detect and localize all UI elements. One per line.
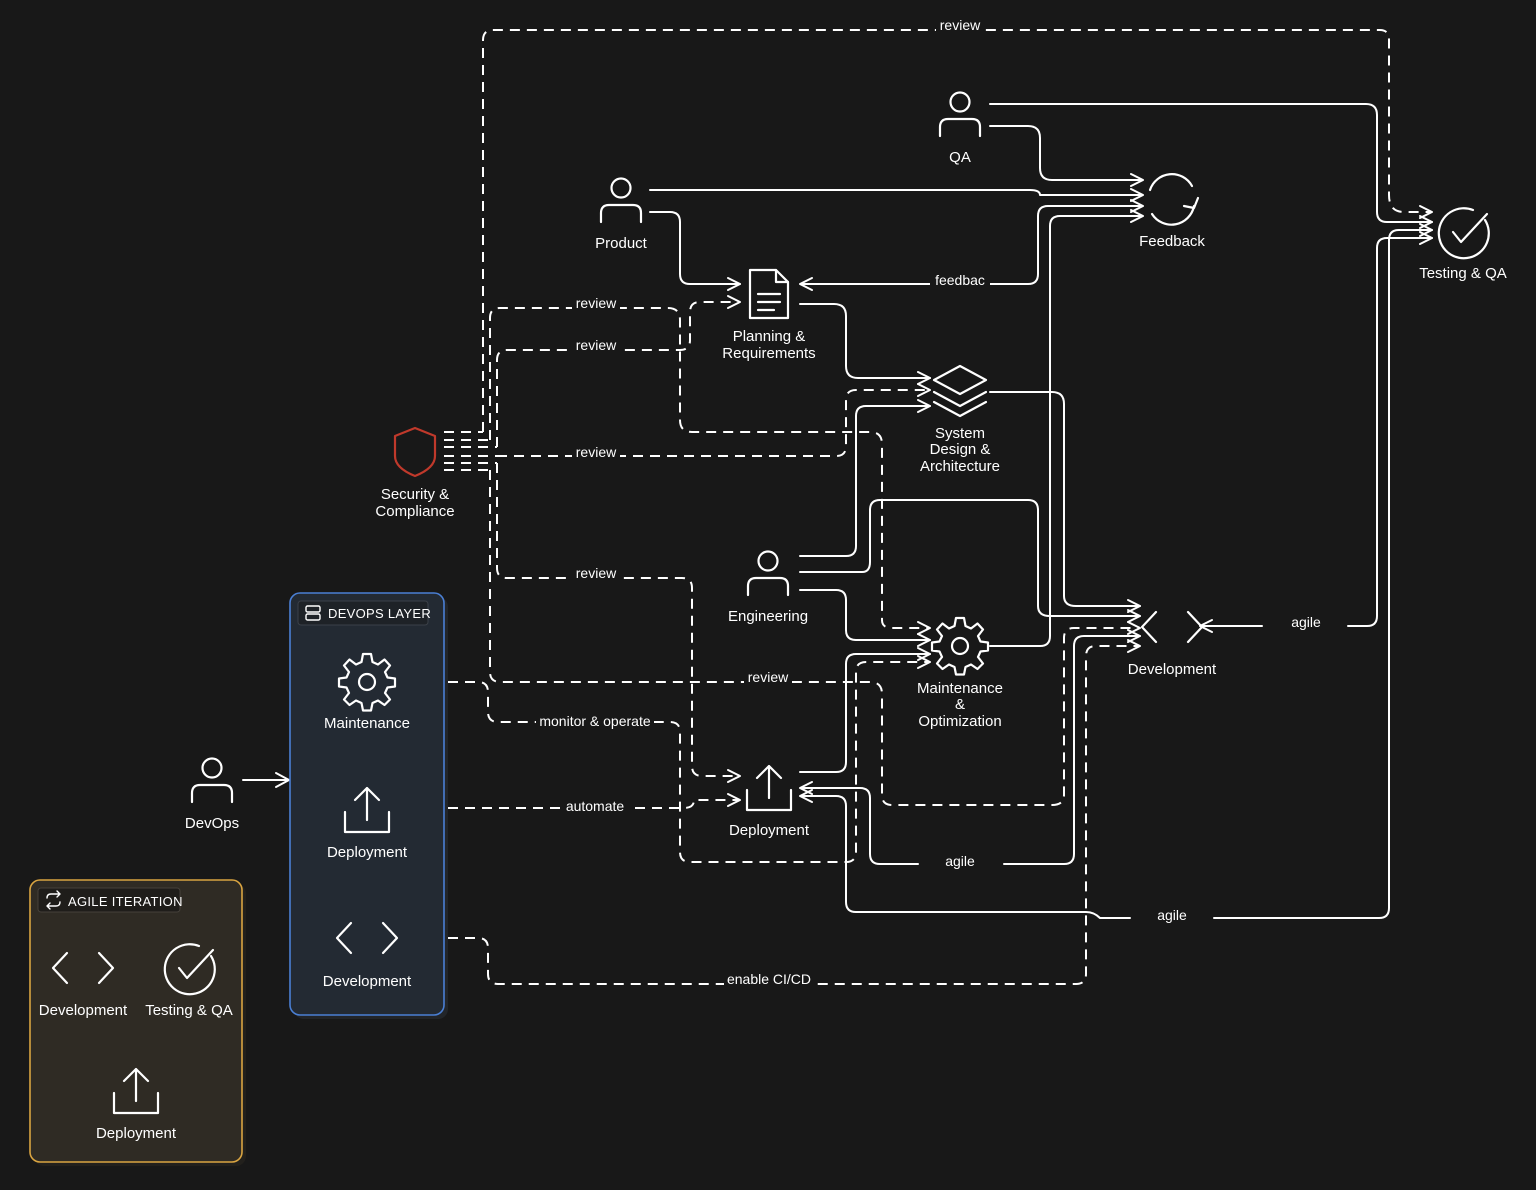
edge-qa-feedback (989, 125, 1141, 181)
edge-label-review-maintenance: review (748, 669, 789, 685)
node-design-label-1: System (935, 425, 985, 442)
edge-label-review-planning-2: review (576, 337, 617, 353)
edge-review-engineering (496, 463, 740, 777)
node-testing[interactable]: Testing & QA (1419, 207, 1507, 282)
agile-item-deployment: Deployment (96, 1125, 177, 1142)
node-devops[interactable]: DevOps (185, 757, 239, 833)
edge-planning-design (799, 303, 931, 379)
edge-automate (397, 799, 740, 809)
group-agile-iteration[interactable]: AGILE ITERATION Development Testing & QA… (29, 879, 246, 1166)
node-planning[interactable]: Planning & Requirements (722, 268, 816, 362)
edge-qa-testing (989, 103, 1433, 223)
edge-design-development (989, 391, 1141, 607)
agile-iteration-title: AGILE ITERATION (68, 894, 183, 909)
code-icon (1140, 610, 1204, 644)
security-stubs (444, 431, 497, 471)
edge-product-planning (649, 211, 741, 285)
node-feedback[interactable]: Feedback (1139, 173, 1205, 250)
person-icon (190, 757, 234, 804)
edge-review-planning-1 (489, 307, 930, 629)
edge-agile-bottom (1213, 229, 1433, 919)
node-maint-label-3: Optimization (918, 713, 1001, 730)
node-maint-label-2: & (955, 696, 965, 713)
node-security[interactable]: Security & Compliance (375, 426, 455, 520)
edge-agile-deploy-2 (801, 787, 919, 865)
shield-icon (393, 426, 437, 478)
node-design-label-3: Architecture (920, 458, 1000, 475)
repeat-icon (46, 890, 61, 910)
edge-label-automate: automate (566, 798, 625, 814)
edge-review-maintenance (489, 470, 1140, 806)
node-system-design[interactable]: System Design & Architecture (920, 364, 1000, 475)
node-engineering[interactable]: Engineering (728, 550, 808, 626)
edge-monitor (397, 661, 930, 863)
node-engineering-label: Engineering (728, 608, 808, 625)
agile-item-testing: Testing & QA (145, 1002, 233, 1019)
edge-feedback-planning (801, 205, 1141, 285)
node-product-label: Product (595, 235, 648, 252)
node-deployment-label: Deployment (729, 822, 810, 839)
node-development[interactable]: Development (1128, 610, 1217, 678)
layers-icon (932, 364, 988, 418)
node-planning-label-1: Planning & (733, 328, 806, 345)
devops-item-development: Development (323, 973, 412, 990)
edge-label-agile-deploy: agile (945, 853, 975, 869)
node-product[interactable]: Product (595, 177, 648, 253)
devops-item-deployment: Deployment (327, 844, 408, 861)
edge-review-design (497, 389, 930, 457)
node-maint-label-1: Maintenance (917, 680, 1003, 697)
agile-item-development: Development (39, 1002, 128, 1019)
edge-review-top (482, 29, 1432, 432)
node-qa-label: QA (949, 149, 971, 166)
edge-review-planning-2 (496, 301, 740, 447)
edge-deploy-maint (799, 653, 931, 773)
refresh-icon (1148, 173, 1200, 226)
edge-label-review-engineering: review (576, 565, 617, 581)
edge-engineering-dev (799, 499, 1141, 617)
devops-layer-title: DEVOPS LAYER (328, 606, 431, 621)
edge-agile-deploy (1003, 635, 1141, 865)
edge-cicd (397, 645, 1140, 985)
node-security-label-2: Compliance (375, 503, 454, 520)
arrowheads (275, 173, 1433, 807)
edge-agile-bottom-2 (801, 795, 1131, 919)
node-qa[interactable]: QA (938, 91, 982, 167)
edge-agile-dev (1347, 237, 1433, 627)
edge-maint-feedback (989, 215, 1141, 647)
node-security-label-1: Security & (381, 486, 449, 503)
edge-product-feedback (649, 189, 1141, 196)
node-testing-label: Testing & QA (1419, 265, 1507, 282)
person-icon (746, 550, 790, 597)
edge-engineering-maint (799, 589, 931, 641)
person-icon (938, 91, 982, 138)
node-maintenance[interactable]: Maintenance & Optimization (917, 616, 1003, 730)
node-planning-label-2: Requirements (722, 345, 815, 362)
group-devops-layer[interactable]: DEVOPS LAYER Maintenance Deployment Deve… (289, 592, 448, 1019)
edge-label-monitor: monitor & operate (539, 713, 650, 729)
edge-label-review-design: review (576, 444, 617, 460)
upload-icon (745, 764, 793, 812)
node-devops-label: DevOps (185, 815, 239, 832)
server-icon (305, 605, 321, 621)
edge-label-feedback: feedbac (935, 272, 985, 288)
document-icon (748, 268, 790, 320)
edge-labels: review review review review review revie… (536, 17, 1330, 988)
person-icon (599, 177, 643, 224)
edge-label-agile-dev: agile (1291, 614, 1321, 630)
edge-label-review-planning-1: review (576, 295, 617, 311)
node-development-label: Development (1128, 661, 1217, 678)
gear-icon (930, 616, 990, 676)
node-deployment[interactable]: Deployment (729, 764, 810, 839)
node-design-label-2: Design & (930, 441, 991, 458)
edge-label-review-top: review (940, 17, 981, 33)
edge-engineering-design (799, 405, 931, 557)
edge-label-agile-bottom: agile (1157, 907, 1187, 923)
check-circle-icon (1437, 207, 1490, 260)
node-feedback-label: Feedback (1139, 233, 1205, 250)
devops-item-maintenance: Maintenance (324, 715, 410, 732)
edge-label-cicd: enable CI/CD (727, 971, 811, 987)
